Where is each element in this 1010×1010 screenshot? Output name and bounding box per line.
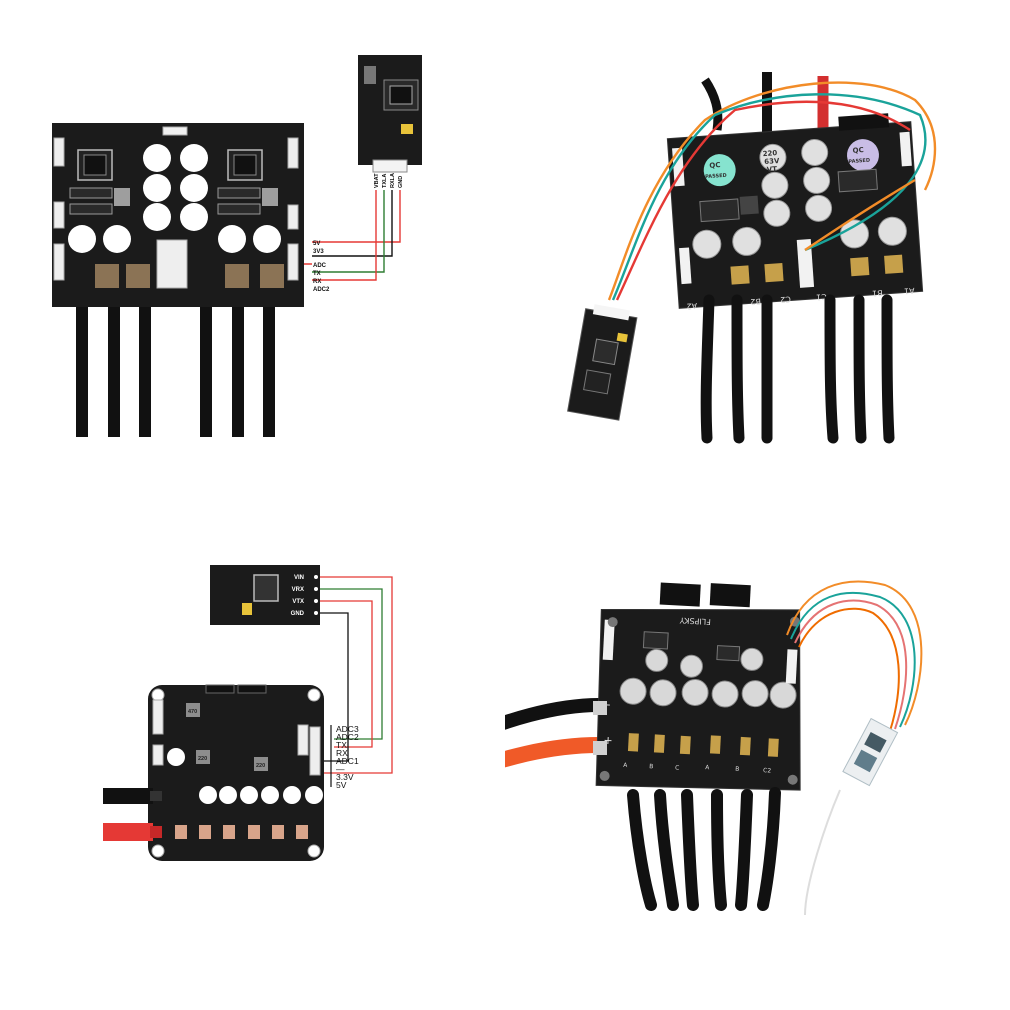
module-antenna-pad-2 (242, 603, 252, 615)
module2-pin-vtx: VTX (292, 599, 304, 605)
receiver-module-2 (842, 717, 899, 787)
board-pin-3v3: 3V3 (313, 249, 324, 255)
cap-label-vt: VT (767, 165, 778, 174)
output-pads (730, 254, 904, 285)
module2-pin-vin: VIN (294, 575, 304, 581)
passed-text-right: PASSED (848, 158, 870, 165)
phase-b2: B2 (750, 297, 761, 307)
board-pin-adc: ADC (313, 263, 327, 269)
phase-b1: B1 (872, 288, 883, 298)
photo-dual-esc: QC PASSED QC PASSED 220 63V VT (567, 72, 937, 444)
phase-label-a: A (623, 762, 628, 769)
board-pin-rx: RX (313, 279, 321, 285)
module-connector (372, 159, 408, 173)
esc-board-photo: QC PASSED QC PASSED 220 63V VT (666, 113, 924, 311)
motor-cables-photo (700, 294, 895, 444)
motor-cables (76, 307, 275, 437)
board2-pin-adc1: ADC1 (336, 756, 359, 766)
terminal-negative (593, 701, 607, 715)
phase-label-b: B (649, 763, 653, 770)
phase-c1: C1 (816, 292, 827, 302)
qc-text-right: QC (852, 146, 864, 155)
diagram-esc-wiring-1: VBAT TXLA RXLA GND 5V 3V3 A (52, 55, 422, 437)
signal-connector (156, 239, 188, 289)
signal-wires (607, 81, 937, 301)
chip-220-b: 220 (256, 763, 265, 769)
module-pin-txla: TXLA (382, 174, 388, 188)
capacitors-2 (167, 748, 323, 804)
power-lead-negative (103, 788, 153, 804)
phase-label-a-2: A (705, 764, 710, 771)
board2-pin-rx: RX (336, 748, 348, 758)
module-pin-gnd: GND (398, 176, 404, 188)
board-pin-adc2: ADC2 (313, 287, 330, 293)
terminal-positive (593, 741, 607, 755)
passed-text-left: PASSED (705, 173, 727, 180)
module2-pin-vrx: VRX (292, 587, 304, 593)
mosfet-pads (95, 264, 284, 288)
antenna-wire (804, 789, 841, 916)
cap-label-63v: 63V (764, 157, 780, 166)
board2-pin-adc2: ADC2 (336, 732, 359, 742)
module-antenna-pad (401, 124, 413, 134)
phase-label-c: C (675, 765, 680, 772)
panel-top-left: VBAT TXLA RXLA GND 5V 3V3 A (0, 0, 505, 505)
polarity-plus: + (603, 734, 613, 747)
capacitor-bank (692, 138, 907, 259)
phase-c2: C2 (780, 295, 791, 305)
brand-flipsky: FLIPSKY (679, 616, 711, 627)
chip-220-a: 220 (198, 756, 207, 762)
photo-lead-negative (505, 698, 600, 730)
phase-a2: A2 (686, 301, 697, 311)
esc-board-2 (148, 685, 324, 861)
module-chip (389, 85, 413, 105)
polarity-minus: - (606, 698, 611, 711)
chip-470: 470 (188, 709, 197, 715)
board2-pin-5v: 5V (336, 780, 347, 790)
receiver-module (567, 304, 638, 421)
phase-label-c2: C2 (763, 767, 772, 774)
panel-top-right: QC PASSED QC PASSED 220 63V VT (505, 0, 1010, 505)
phase-label-b-2: B (735, 766, 739, 773)
board-pin-tx: TX (313, 271, 321, 277)
capacitors (68, 144, 281, 253)
capacitor-row (619, 647, 797, 709)
photo-lead-positive (505, 737, 600, 768)
cap-label-220: 220 (762, 149, 777, 158)
qc-text-left: QC (709, 161, 721, 170)
top-connector (162, 126, 188, 136)
output-pads-photo (627, 733, 779, 757)
board2-pin-tx: TX (336, 740, 347, 750)
qc-sticker-left (703, 154, 736, 187)
signal-wires-2 (786, 580, 923, 732)
wiring-traces-2 (320, 576, 393, 774)
diagram-esc-wiring-2: VIN VRX VTX GND 470 220 220 ADC3 ADC2 TX (103, 565, 393, 861)
photo-flipsky-esc: FLIPSKY - + A B C A (505, 580, 923, 916)
board2-pin-3v3: 3.3V (336, 772, 354, 782)
qc-sticker-right (846, 139, 879, 172)
board-pin-5v: 5V (313, 241, 320, 247)
module-pin-rxla: RXLA (390, 173, 396, 188)
power-lead-positive (103, 823, 153, 841)
motor-cables-photo-2 (627, 787, 781, 911)
module-pin-vbat: VBAT (374, 173, 380, 188)
panel-bottom-left: VIN VRX VTX GND 470 220 220 ADC3 ADC2 TX (0, 505, 505, 1010)
board2-pin-dash: — (336, 764, 345, 774)
module2-pin-gnd: GND (291, 611, 305, 617)
output-pads-2 (175, 825, 308, 839)
panel-bottom-right: FLIPSKY - + A B C A (505, 505, 1010, 1010)
signal-connector-2 (309, 726, 321, 776)
board2-pin-adc3: ADC3 (336, 724, 359, 734)
esc-board-photo-2: FLIPSKY - + A B C A (595, 582, 801, 791)
module-chip-2 (253, 574, 279, 602)
module-led (364, 66, 376, 84)
phase-a1: A1 (904, 286, 915, 296)
